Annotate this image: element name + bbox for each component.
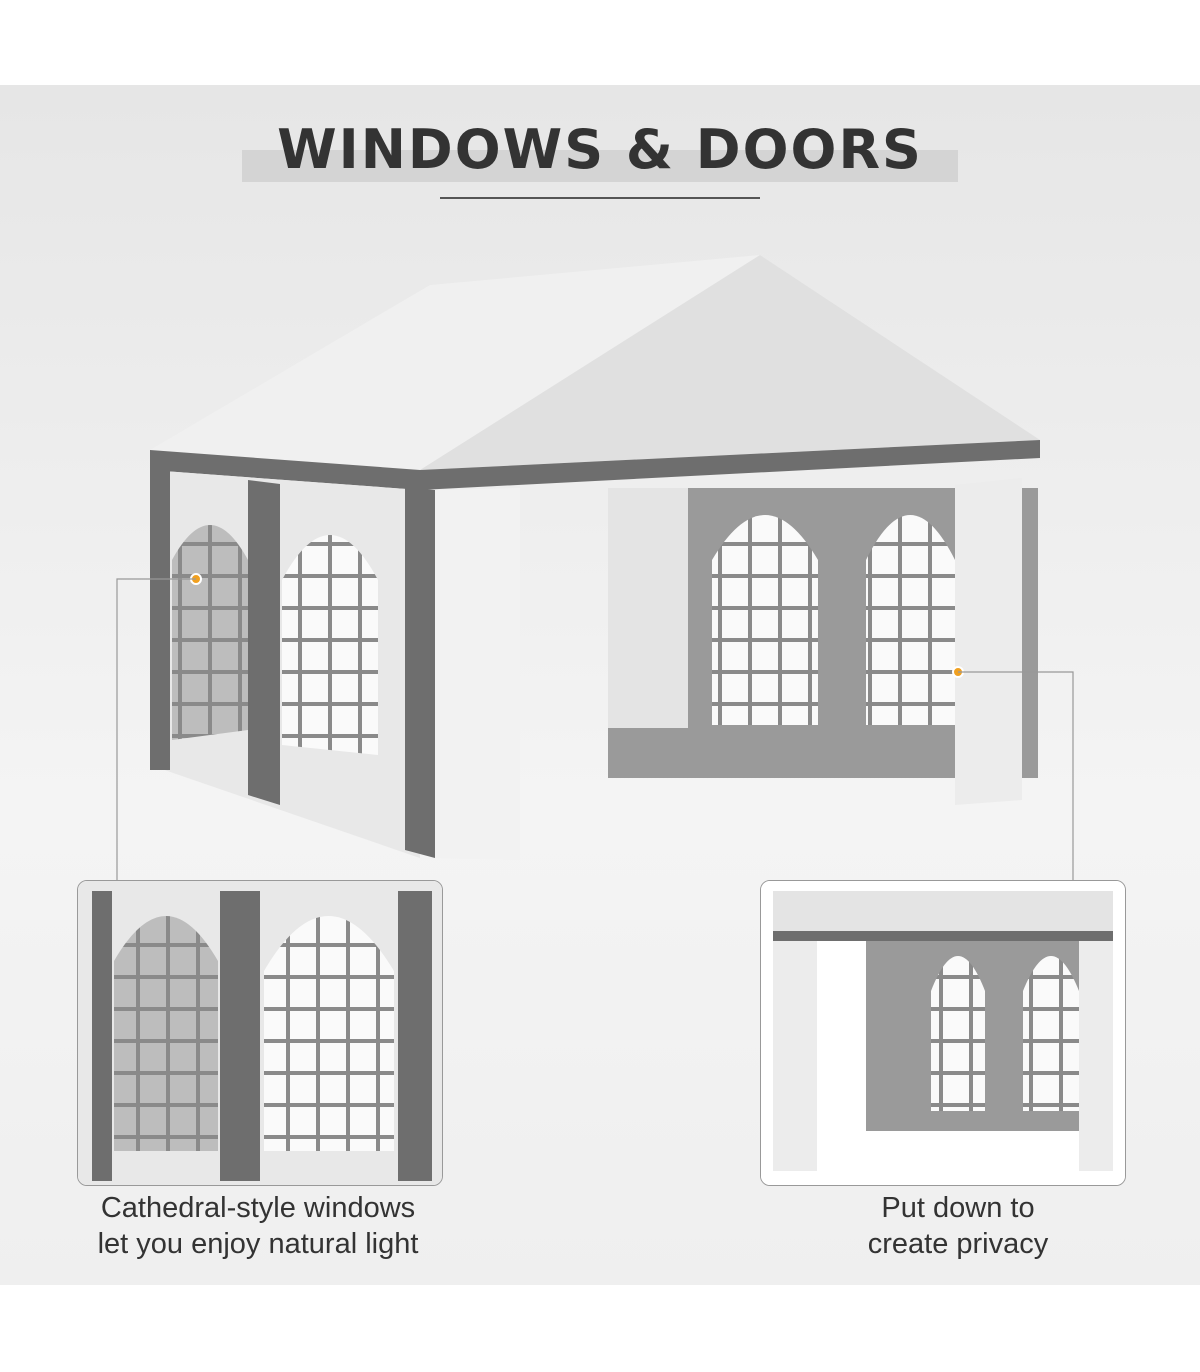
callout-line-right xyxy=(958,671,1074,880)
title-band xyxy=(242,150,958,182)
caption-line: let you enjoy natural light xyxy=(97,1228,419,1260)
callout-line-left xyxy=(116,578,196,880)
inset-door-closeup xyxy=(760,880,1126,1186)
caption-line: Put down to xyxy=(881,1192,1035,1224)
inset-windows-closeup xyxy=(77,880,443,1186)
caption-line: create privacy xyxy=(867,1228,1049,1260)
caption-privacy: Put down to create privacy xyxy=(748,1190,1168,1262)
caption-line: Cathedral-style windows xyxy=(100,1192,416,1224)
title-divider xyxy=(440,197,760,199)
caption-windows: Cathedral-style windows let you enjoy na… xyxy=(48,1190,468,1262)
page-title: WINDOWS & DOORS xyxy=(277,118,923,181)
